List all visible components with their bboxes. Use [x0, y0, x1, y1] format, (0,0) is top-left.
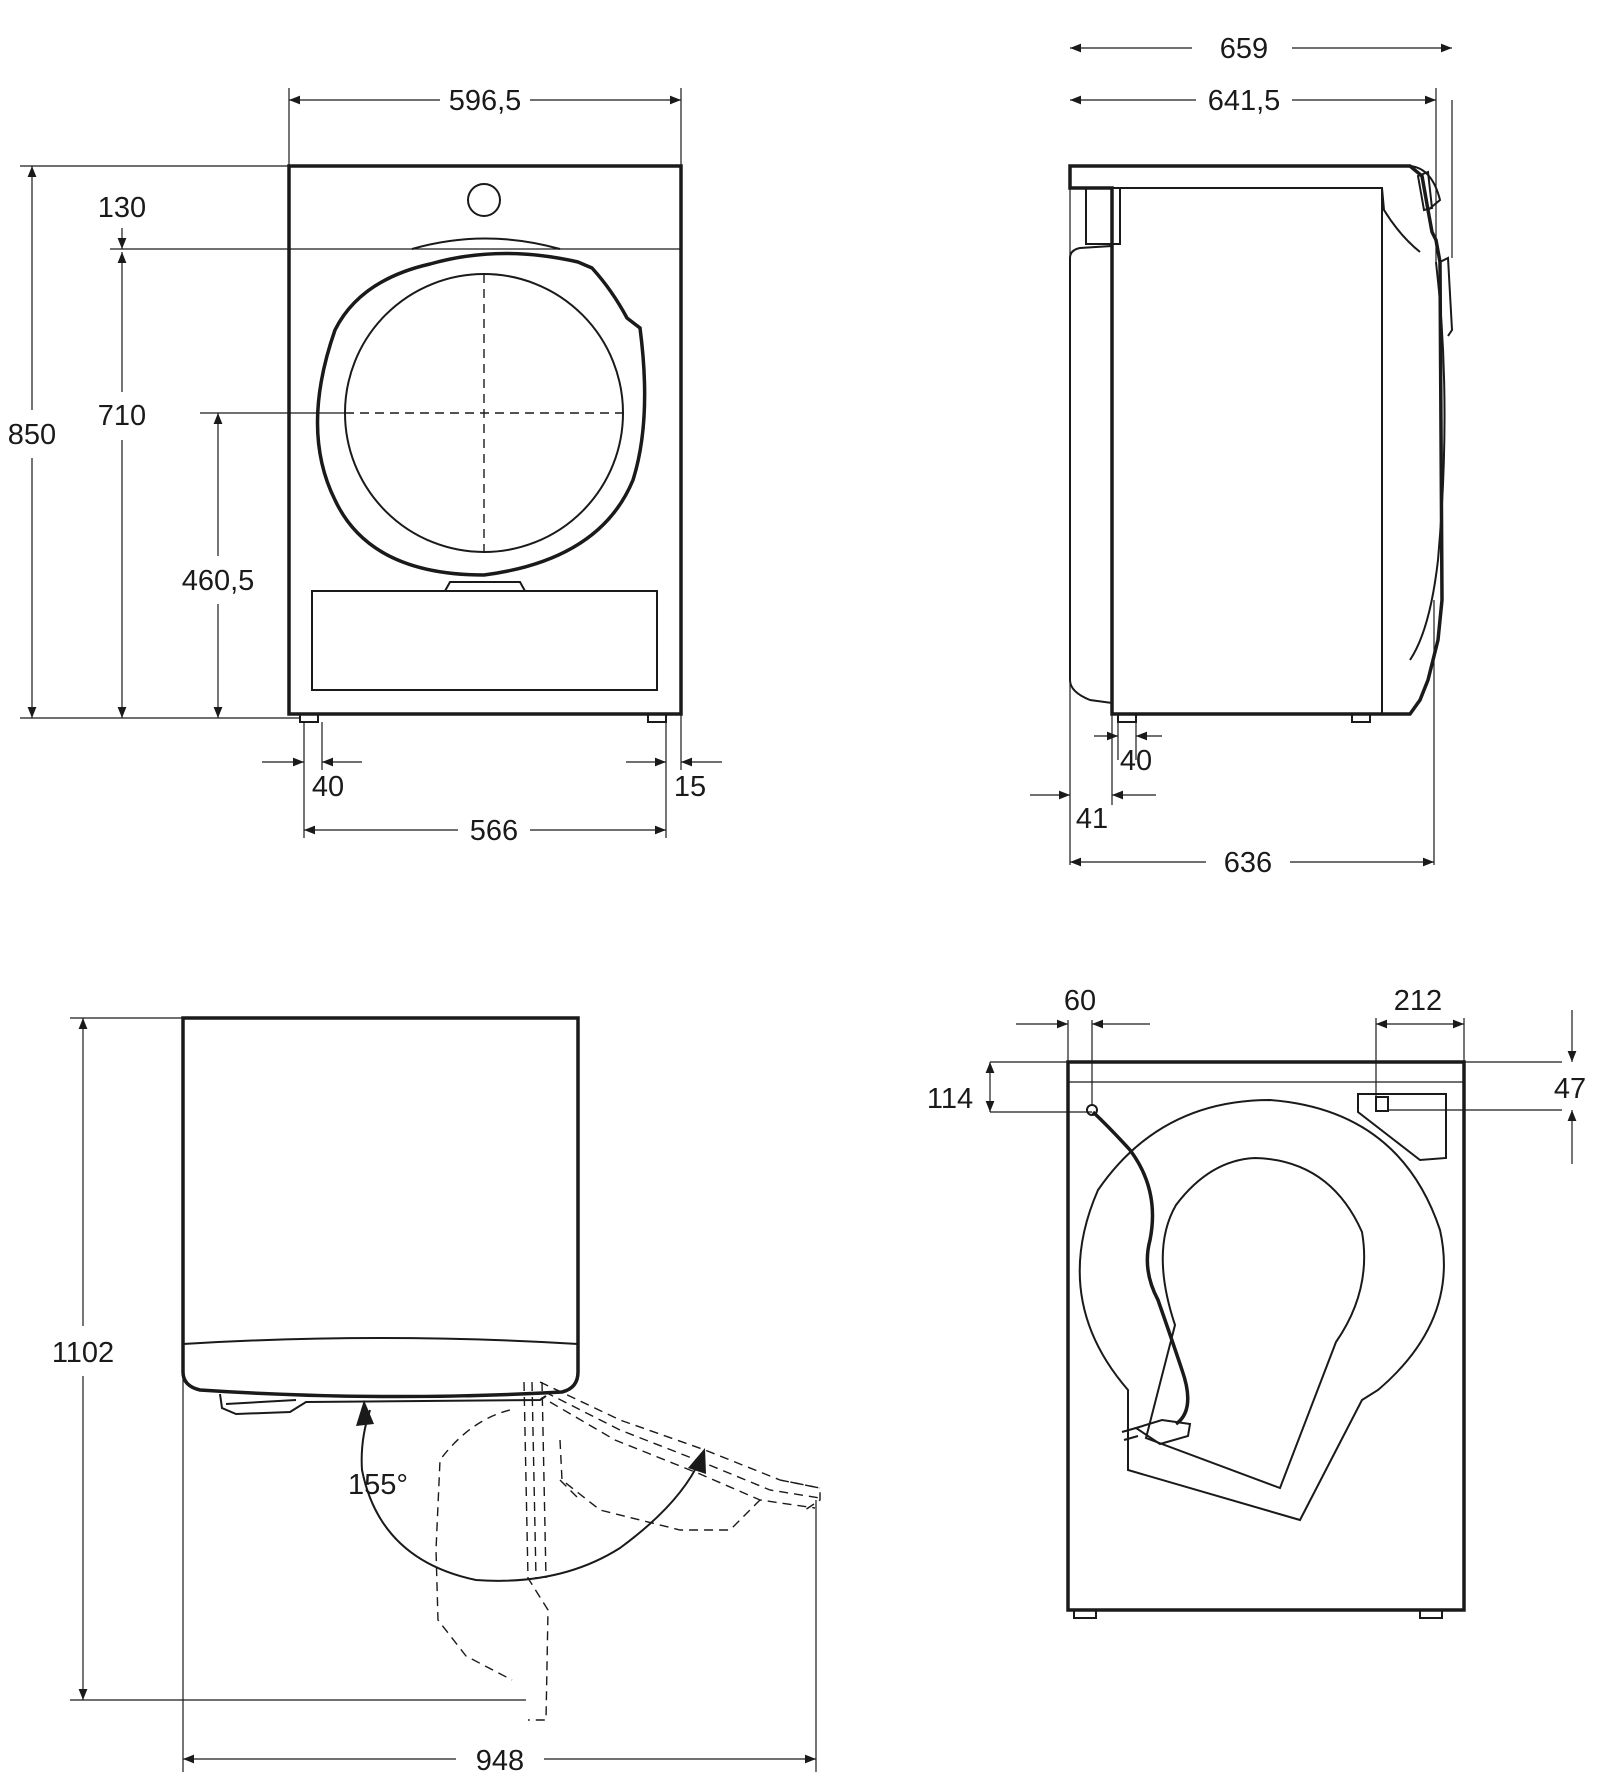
dim-side-back-offset: 41: [1076, 803, 1108, 835]
cable-exit-icon: [1086, 1104, 1098, 1116]
dim-side-foot-depth: 40: [1120, 745, 1152, 777]
front-foot-right: [647, 713, 667, 723]
dim-side-depth-total: 659: [1220, 33, 1268, 65]
dim-rear-vent-offset-y: 47: [1554, 1073, 1586, 1105]
dim-rear-cable-offset-y: 114: [927, 1083, 973, 1115]
side-dryer-body: [1068, 164, 1454, 723]
dim-front-height-total: 850: [8, 419, 56, 451]
side-foot-back: [1351, 713, 1371, 723]
side-rear-panel: [1069, 244, 1113, 705]
rear-view: 60 212 114 47: [927, 985, 1586, 1619]
rear-drum-inner: [1144, 1156, 1366, 1490]
dim-rear-cable-offset-x: 60: [1064, 985, 1096, 1017]
dim-front-panel-height: 130: [98, 192, 146, 224]
dim-front-foot-span: 566: [470, 815, 518, 847]
dim-side-depth-with-door: 641,5: [1208, 85, 1281, 117]
power-plug-icon: [1133, 1418, 1192, 1446]
dim-rear-vent-width: 212: [1394, 985, 1442, 1017]
dim-front-foot-inset-left: 40: [312, 771, 344, 803]
kickplate-panel: [311, 590, 658, 691]
side-handle: [1416, 170, 1434, 212]
vent-connector-icon: [1375, 1096, 1389, 1112]
top-view: 155° 1102 948: [52, 1016, 821, 1772]
dim-front-door-height: 710: [98, 400, 146, 432]
door-frame: [315, 251, 647, 577]
dim-front-door-center: 460,5: [182, 565, 255, 597]
top-open-door: [435, 1381, 821, 1721]
front-view: 596,5 850 130 710 460,5 40 15 566: [8, 85, 722, 847]
rear-foot-left: [1073, 1609, 1097, 1619]
power-cable: [1091, 1110, 1190, 1426]
dim-top-height-door-open: 1102: [52, 1337, 114, 1369]
side-view: 659 641,5 40 41 636: [1030, 33, 1454, 879]
vent-bracket: [1357, 1093, 1447, 1162]
dim-front-width-top: 596,5: [449, 85, 522, 117]
top-dryer-body: [181, 1016, 580, 1416]
rear-foot-right: [1419, 1609, 1443, 1619]
door-swing-arc: [360, 1409, 701, 1582]
front-dryer-body: [287, 164, 683, 723]
dim-top-door-angle: 155°: [348, 1469, 408, 1501]
side-foot-front: [1117, 713, 1137, 723]
dim-side-depth-body: 636: [1224, 847, 1272, 879]
program-knob-icon: [467, 183, 501, 217]
dim-top-depth-door-open: 948: [476, 1745, 524, 1772]
side-rear-bracket: [1085, 187, 1121, 245]
rear-dryer-body: [1066, 1060, 1466, 1619]
rear-drum-outline: [1078, 1098, 1445, 1522]
dim-front-foot-inset-right: 15: [674, 771, 706, 803]
